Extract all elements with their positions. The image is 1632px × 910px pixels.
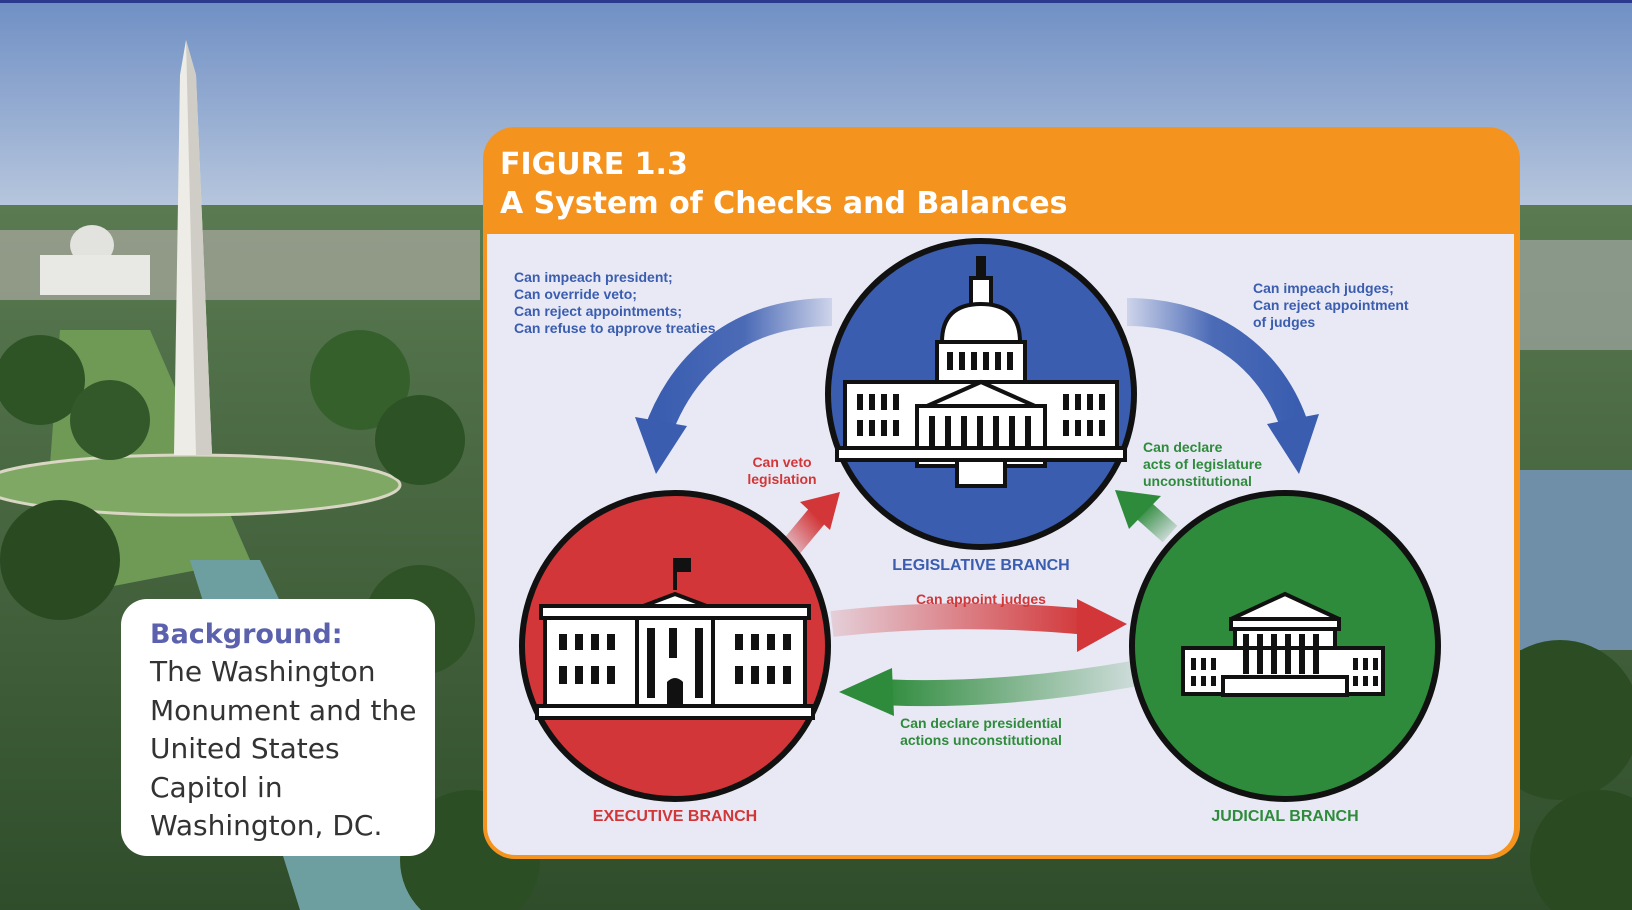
arrow-judicial-to-executive bbox=[839, 661, 1135, 716]
check-line: Can refuse to approve treaties bbox=[514, 320, 716, 336]
check-line: Can reject appointments; bbox=[514, 303, 682, 319]
check-label-executive-on-judicial: Can appoint judges bbox=[916, 591, 1046, 607]
check-line: Can declare bbox=[1143, 439, 1223, 455]
arrow-legislative-to-executive bbox=[635, 298, 833, 474]
arrow-executive-to-judicial bbox=[830, 599, 1127, 652]
judicial-branch-label: JUDICIAL BRANCH bbox=[1211, 808, 1358, 825]
check-line: Can reject appointment bbox=[1253, 297, 1409, 313]
check-line: Can override veto; bbox=[514, 286, 637, 302]
executive-branch-label: EXECUTIVE BRANCH bbox=[593, 808, 757, 825]
top-border bbox=[0, 0, 1632, 3]
check-line: Can impeach judges; bbox=[1253, 280, 1394, 296]
judicial-branch-node bbox=[1129, 490, 1441, 802]
check-label-judicial-on-executive: Can declare presidential actions unconst… bbox=[900, 715, 1062, 748]
caption-description: The Washington Monument and the United S… bbox=[150, 655, 417, 842]
check-line: legislation bbox=[747, 471, 816, 487]
check-line: of judges bbox=[1253, 314, 1315, 330]
check-label-legislative-on-executive: Can impeach president; Can override veto… bbox=[514, 269, 716, 336]
arrow-executive-to-legislative bbox=[778, 492, 840, 560]
check-label-executive-on-legislative: Can veto legislation bbox=[747, 454, 816, 487]
arrow-legislative-to-judicial bbox=[1126, 298, 1319, 474]
legislative-branch-node bbox=[825, 238, 1137, 550]
figure-title: A System of Checks and Balances bbox=[500, 186, 1068, 221]
arrow-judicial-to-legislative bbox=[1115, 490, 1178, 543]
figure-number: FIGURE 1.3 bbox=[500, 147, 688, 182]
background-caption-card: Background: The Washington Monument and … bbox=[121, 599, 435, 856]
check-line: Can declare presidential bbox=[900, 715, 1062, 731]
check-line: Can appoint judges bbox=[916, 591, 1046, 607]
check-line: actions unconstitutional bbox=[900, 732, 1062, 748]
check-line: Can impeach president; bbox=[514, 269, 673, 285]
supreme-court-icon bbox=[1181, 591, 1385, 697]
caption-title: Background: bbox=[150, 619, 343, 650]
figure-panel: LEGISLATIVE BRANCH EXECUTIVE BRANCH JUDI… bbox=[487, 234, 1514, 855]
check-line: acts of legislature bbox=[1143, 456, 1262, 472]
check-label-judicial-on-legislative: Can declare acts of legislature unconsti… bbox=[1143, 439, 1262, 489]
check-line: unconstitutional bbox=[1143, 473, 1252, 489]
executive-branch-node bbox=[519, 490, 831, 802]
legislative-branch-label: LEGISLATIVE BRANCH bbox=[892, 557, 1069, 574]
check-label-legislative-on-judicial: Can impeach judges; Can reject appointme… bbox=[1253, 280, 1409, 330]
checks-balances-diagram: LEGISLATIVE BRANCH EXECUTIVE BRANCH JUDI… bbox=[514, 238, 1441, 825]
figure-card: FIGURE 1.3 A System of Checks and Balanc… bbox=[483, 127, 1520, 859]
check-line: Can veto bbox=[752, 454, 811, 470]
